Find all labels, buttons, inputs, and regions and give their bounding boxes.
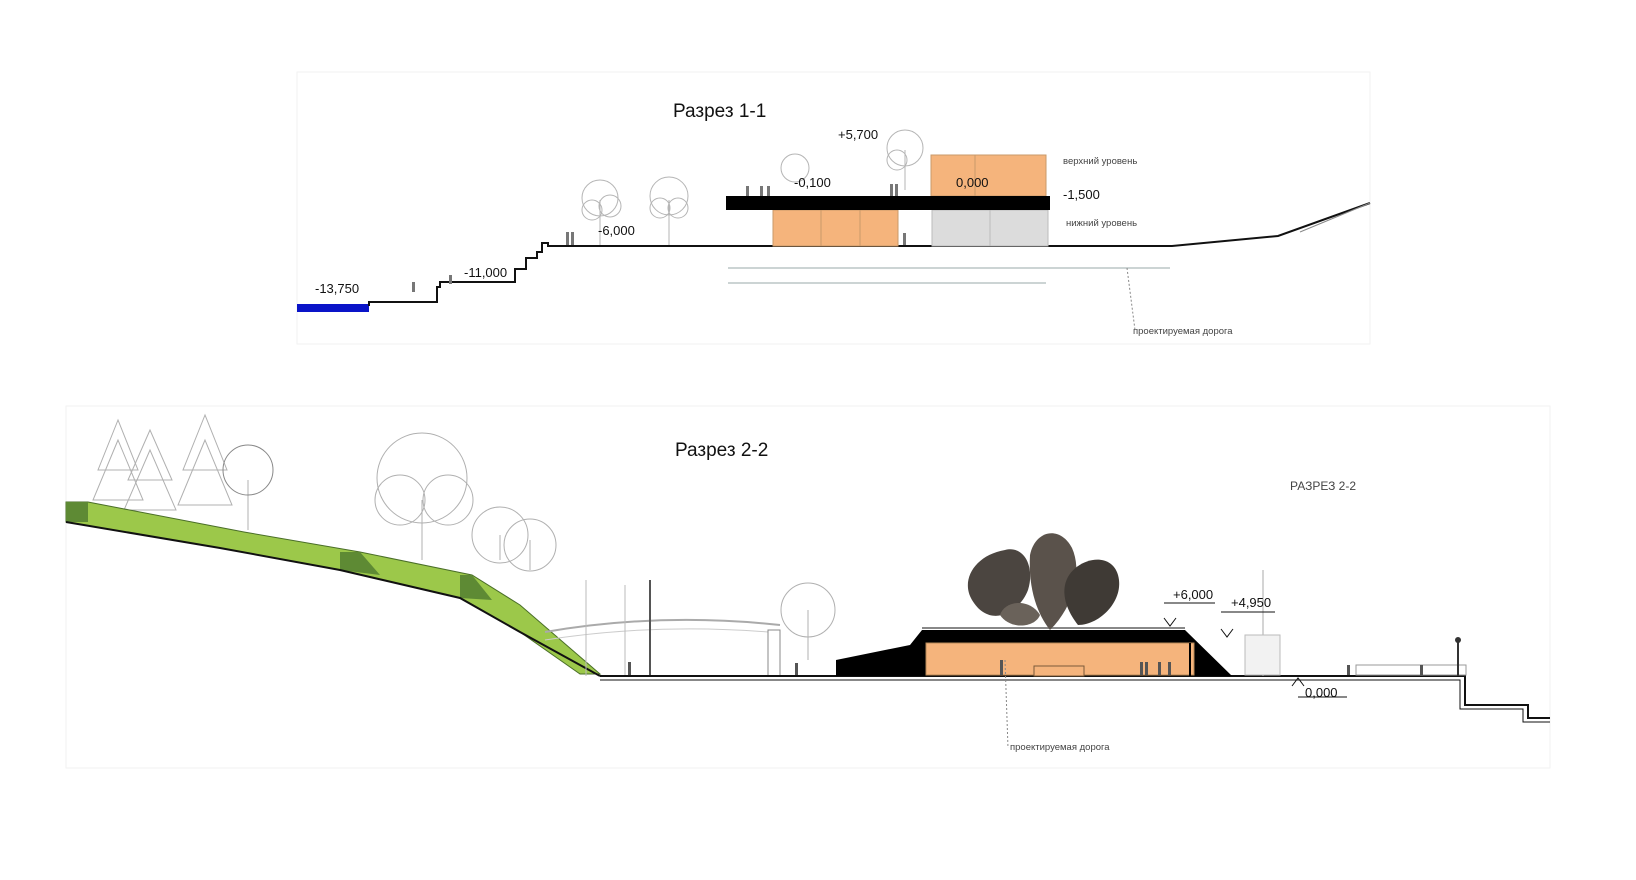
elevation-mark: -1,500: [1063, 187, 1100, 202]
bridge-support: [767, 629, 781, 677]
bridge-arc: [544, 618, 781, 633]
elevation-mark: 0,000: [956, 175, 989, 190]
section-2-frame: [65, 405, 1551, 769]
road-leader: [1126, 267, 1136, 331]
elevation-mark: -11,000: [464, 265, 507, 280]
roof-slab: [726, 196, 1050, 210]
bench: [1355, 664, 1467, 676]
slope-edge: [65, 521, 601, 677]
section-1-1: Разрез 1-1 -13,750 -11,000 -6,000 -0,100…: [296, 71, 1371, 345]
section-1-title: Разрез 1-1: [673, 101, 766, 122]
people-icons: [412, 184, 906, 292]
elevation-mark: -6,000: [598, 223, 635, 238]
elevation-arrow: [1163, 617, 1177, 627]
people-icons: [628, 660, 1423, 675]
pavilion-upper-volume: [930, 154, 1047, 197]
ground-line-lower: [600, 679, 1550, 723]
bridge-arc: [544, 628, 781, 641]
upper-level-label: верхний уровень: [1063, 156, 1137, 167]
elevation-mark: -0,100: [794, 175, 831, 190]
elevation-mark: +5,700: [838, 127, 878, 142]
ground-line: [600, 675, 1550, 719]
museum-building: [836, 627, 1232, 677]
tree-icon: [92, 413, 836, 660]
elevation-mark: 0,000: [1305, 685, 1338, 700]
section-2-2: Разрез 2-2 РАЗРЕЗ 2-2 +6,000 +4,950 0,00…: [65, 405, 1551, 769]
road-leader: [1004, 659, 1009, 749]
elevation-mark: +6,000: [1173, 587, 1213, 602]
road-label: проектируемая дорога: [1010, 742, 1110, 753]
terrain-profile-1: [368, 202, 1371, 306]
sculpture: [967, 533, 1120, 630]
elevation-mark: +4,950: [1231, 595, 1271, 610]
section-2-caption: РАЗРЕЗ 2-2: [1290, 479, 1356, 493]
embankment-hatch: [1299, 202, 1371, 233]
green-slope: [65, 501, 602, 675]
monument-base: [1244, 634, 1281, 676]
section-2-title: Разрез 2-2: [675, 440, 768, 461]
pavilion-lower-volume: [772, 209, 899, 247]
lower-level-label: нижний уровень: [1066, 218, 1137, 229]
elevation-mark: -13,750: [315, 281, 359, 296]
pavilion-1: [726, 154, 1050, 247]
water-surface: [297, 304, 369, 312]
road-label: проектируемая дорога: [1133, 326, 1233, 337]
tree-icon: [581, 129, 924, 245]
elevation-arrow: [1291, 677, 1305, 687]
dimension-lines: [728, 267, 1170, 284]
elevation-arrow: [1220, 628, 1234, 638]
